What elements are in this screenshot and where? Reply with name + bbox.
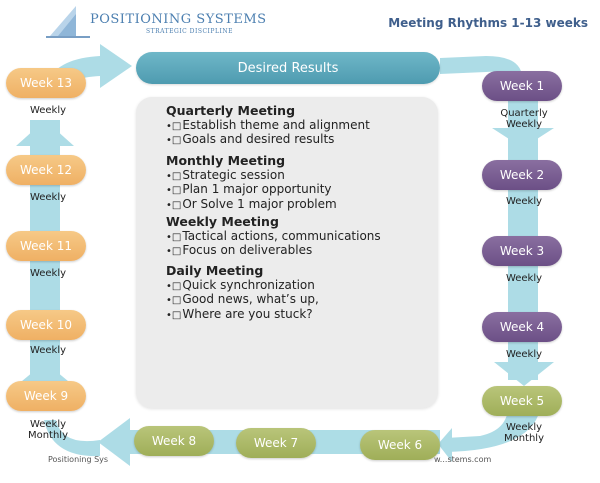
arrow-left-head-2 [16, 120, 74, 146]
arrow-right-head-1 [492, 128, 554, 148]
week-12-pill: Week 12 [6, 155, 86, 185]
quarterly-meeting-section: Quarterly Meeting •□Establish theme and … [166, 103, 370, 148]
list-item: •□Or Solve 1 major problem [166, 196, 337, 211]
bullet-icon: •□ [166, 170, 182, 182]
page-title: Meeting Rhythms 1-13 weeks [388, 16, 588, 30]
list-item: •□Strategic session [166, 167, 285, 182]
list-item: •□Good news, what’s up, [166, 292, 319, 306]
frequency-line: Weekly [29, 419, 67, 430]
arrow-bottom-head-right [438, 428, 452, 462]
week-10-frequency: Weekly [29, 345, 67, 356]
section-title: Daily Meeting [166, 263, 264, 278]
section-title: Weekly Meeting [166, 214, 279, 229]
bullet-icon: •□ [166, 120, 182, 132]
week-11-frequency: Weekly [29, 268, 67, 279]
page-title-prefix: Meeting Rhyth [388, 16, 488, 30]
bullet-icon: •□ [166, 199, 182, 211]
bullet-icon: •□ [166, 246, 182, 257]
arrow-left-head-1 [16, 362, 74, 386]
bullet-icon: •□ [166, 185, 182, 196]
monthly-meeting-section: Monthly Meeting •□Strategic session •□Pl… [166, 153, 337, 212]
logo-tagline: STRATEGIC DISCIPLINE [146, 28, 233, 35]
bullet-icon: •□ [166, 280, 182, 292]
frequency-line: Weekly [505, 119, 543, 130]
list-item: •□Establish theme and alignment [166, 117, 370, 132]
week-8-pill: Week 8 [134, 426, 214, 456]
week-5-pill: Week 5 [482, 386, 562, 416]
logo-sail-icon [46, 6, 90, 38]
arrow-bottom-right [446, 406, 540, 452]
week-10-pill: Week 10 [6, 310, 86, 340]
arrow-right-head-2 [494, 362, 554, 386]
week-4-pill: Week 4 [482, 312, 562, 342]
week-11-pill: Week 11 [6, 231, 86, 261]
week-1-pill: Week 1 [482, 71, 562, 101]
week-3-pill: Week 3 [482, 236, 562, 266]
frequency-line: Quarterly [500, 108, 548, 119]
frequency-line: Monthly [503, 433, 545, 444]
arrow-bottom-head-left [98, 418, 130, 466]
daily-meeting-section: Daily Meeting •□Quick synchronization •□… [166, 263, 319, 322]
weekly-meeting-section: Weekly Meeting •□Tactical actions, commu… [166, 214, 381, 259]
bullet-icon: •□ [166, 295, 182, 306]
frequency-line: Monthly [27, 430, 69, 441]
section-title: Monthly Meeting [166, 153, 286, 168]
frequency-line: Weekly [505, 422, 543, 433]
week-3-frequency: Weekly [505, 273, 543, 284]
list-item: •□Where are you stuck? [166, 306, 313, 321]
week-12-frequency: Weekly [29, 192, 67, 203]
week-7-pill: Week 7 [236, 428, 316, 458]
list-item: •□Tactical actions, communications [166, 228, 381, 243]
week-9-pill: Week 9 [6, 381, 86, 411]
week-2-pill: Week 2 [482, 160, 562, 190]
week-13-frequency: Weekly [29, 105, 67, 116]
week-4-frequency: Weekly [505, 349, 543, 360]
week-6-pill: Week 6 [360, 430, 440, 460]
list-item: •□Plan 1 major opportunity [166, 182, 332, 196]
bullet-icon: •□ [166, 309, 182, 321]
section-title: Quarterly Meeting [166, 103, 296, 118]
arrow-bottom-left [44, 420, 100, 457]
arrow-top-right [440, 56, 522, 78]
bullet-icon: •□ [166, 231, 182, 243]
desired-results-banner: Desired Results [136, 52, 440, 84]
logo-name: POSITIONING SYSTEMS [90, 12, 267, 27]
page-title-suffix: ms 1-13 weeks [487, 16, 588, 30]
list-item: •□Goals and desired results [166, 132, 335, 146]
meetings-panel [136, 97, 438, 408]
footer-left-text: Positioning Sys [48, 455, 109, 464]
list-item: •□Quick synchronization [166, 277, 315, 292]
bullet-icon: •□ [166, 135, 182, 146]
footer-right-text: w...stems.com [434, 455, 492, 464]
list-item: •□Focus on deliverables [166, 243, 313, 257]
week-13-pill: Week 13 [6, 68, 86, 98]
week-2-frequency: Weekly [505, 196, 543, 207]
